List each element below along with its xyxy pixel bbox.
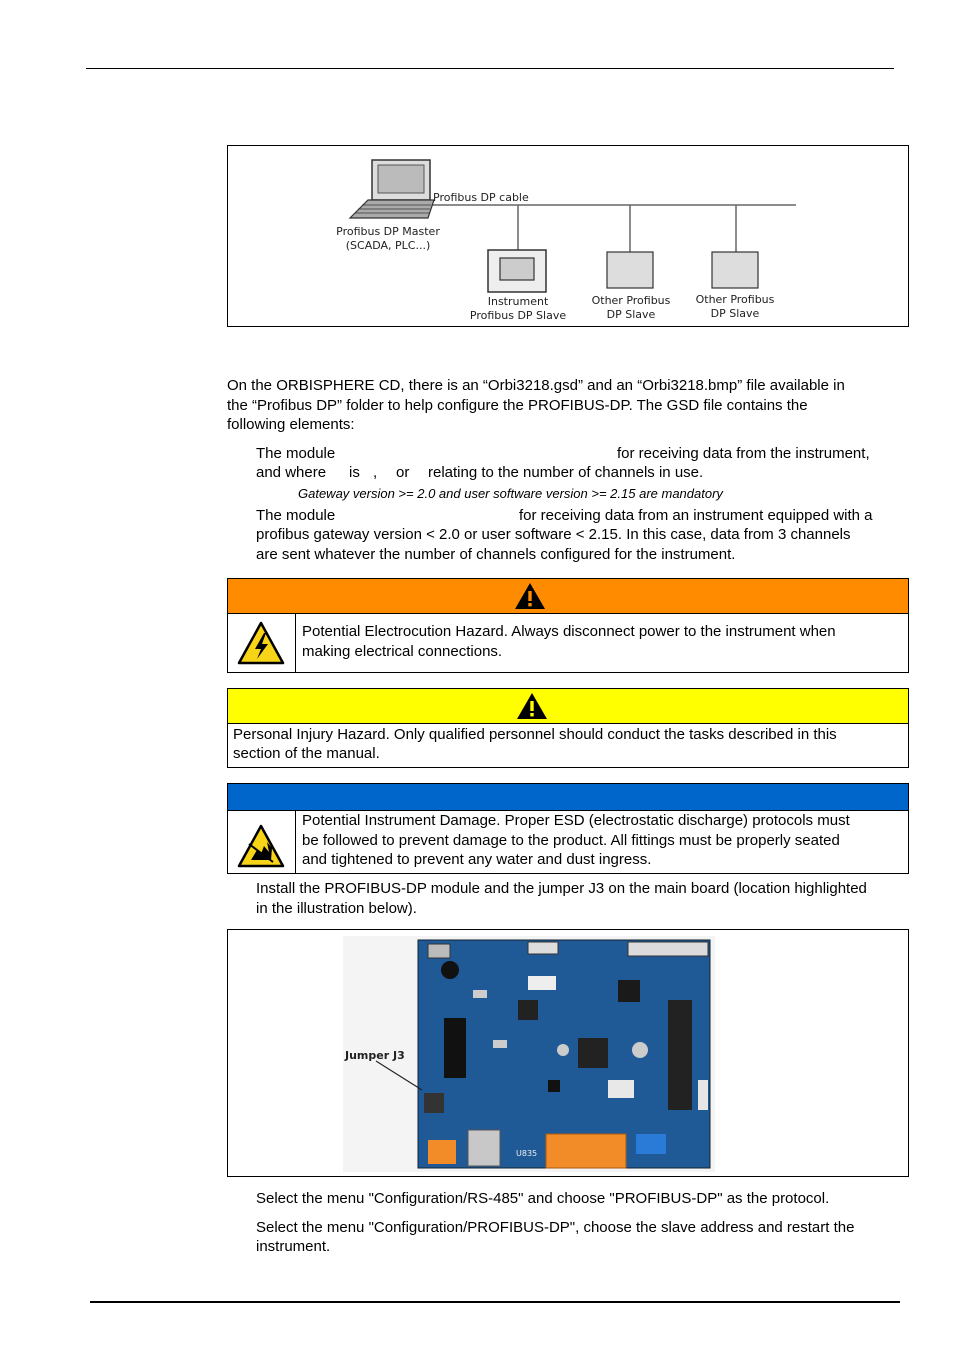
item1-line2-c: , bbox=[373, 464, 378, 481]
danger-icon-cell bbox=[228, 613, 296, 672]
caution-text-1: Personal Injury Hazard. Only qualified p… bbox=[233, 726, 837, 743]
danger-text-1: Potential Electrocution Hazard. Always d… bbox=[302, 623, 836, 640]
jumper-pointer-line bbox=[375, 1060, 423, 1091]
step-1-text: Select the menu "Configuration/RS-485" a… bbox=[256, 1190, 830, 1207]
slave-box-2 bbox=[606, 251, 654, 289]
circuit-board-illustration: Jumper J3 U835 bbox=[343, 936, 715, 1172]
instrument-icon bbox=[487, 249, 547, 293]
item2-line-2: profibus gateway version < 2.0 or user s… bbox=[256, 526, 851, 543]
caution-header bbox=[228, 689, 908, 724]
notice-text-3: and tightened to prevent any water and d… bbox=[302, 851, 652, 868]
slave3-label-1: Other Profibus bbox=[696, 293, 775, 306]
electrocution-hazard-icon bbox=[237, 621, 285, 665]
notice-text-1: Potential Instrument Damage. Proper ESD … bbox=[302, 812, 850, 829]
step-2-line-2: instrument. bbox=[256, 1238, 331, 1255]
step-2-line-1: Select the menu "Configuration/PROFIBUS-… bbox=[256, 1219, 855, 1236]
item1-part-b: for receiving data from the instrument, bbox=[617, 445, 870, 462]
board-code-label: U835 bbox=[516, 1149, 537, 1158]
notice-header bbox=[228, 784, 908, 811]
item1-part-a: The module bbox=[256, 445, 336, 462]
network-diagram-figure: Profibus DP cable Profibus DP Master (SC… bbox=[227, 145, 909, 327]
item2-line-3: are sent whatever the number of channels… bbox=[256, 546, 736, 563]
cable-label: Profibus DP cable bbox=[433, 191, 529, 204]
header-rule bbox=[86, 68, 894, 69]
danger-box: Potential Electrocution Hazard. Always d… bbox=[227, 578, 909, 673]
slave2-label-2: DP Slave bbox=[607, 308, 656, 321]
slave1-label-2: Profibus DP Slave bbox=[470, 309, 566, 322]
intro-line-2: the “Profibus DP” folder to help configu… bbox=[227, 397, 808, 414]
slave2-label-1: Other Profibus bbox=[592, 294, 671, 307]
footer-rule bbox=[90, 1301, 900, 1303]
notice-text-2: be followed to prevent damage to the pro… bbox=[302, 832, 840, 849]
intro-line-3: following elements: bbox=[227, 416, 355, 433]
master-label-2: (SCADA, PLC...) bbox=[346, 239, 431, 252]
item1-line2-a: and where bbox=[256, 464, 327, 481]
caution-triangle-icon bbox=[517, 693, 547, 719]
network-diagram: Profibus DP cable Profibus DP Master (SC… bbox=[336, 159, 796, 322]
danger-text-2: making electrical connections. bbox=[302, 643, 503, 660]
item1-note: Gateway version >= 2.0 and user software… bbox=[298, 486, 723, 501]
install-line-2: in the illustration below). bbox=[256, 900, 417, 917]
item1-line2-d: or bbox=[396, 464, 410, 481]
item2-part-b: for receiving data from an instrument eq… bbox=[519, 507, 873, 524]
master-label-1: Profibus DP Master bbox=[336, 225, 440, 238]
item1-line2-b: is bbox=[349, 464, 360, 481]
esd-hazard-icon bbox=[237, 824, 285, 868]
jumper-label: Jumper J3 bbox=[344, 1049, 405, 1062]
danger-header bbox=[228, 579, 908, 614]
slave3-label-2: DP Slave bbox=[711, 307, 760, 320]
slave1-label-1: Instrument bbox=[488, 295, 549, 308]
caution-text-2: section of the manual. bbox=[233, 745, 380, 762]
notice-icon-cell bbox=[228, 810, 296, 873]
slave-box-3 bbox=[711, 251, 759, 289]
laptop-icon bbox=[348, 159, 435, 219]
item2-part-a: The module bbox=[256, 507, 336, 524]
install-line-1: Install the PROFIBUS-DP module and the j… bbox=[256, 880, 867, 897]
item1-line2-e: relating to the number of channels in us… bbox=[428, 464, 704, 481]
notice-box: Potential Instrument Damage. Proper ESD … bbox=[227, 783, 909, 874]
circuit-board-figure: Jumper J3 U835 bbox=[227, 929, 909, 1177]
caution-box: Personal Injury Hazard. Only qualified p… bbox=[227, 688, 909, 768]
intro-line-1: On the ORBISPHERE CD, there is an “Orbi3… bbox=[227, 377, 845, 394]
warning-triangle-icon bbox=[515, 583, 545, 609]
